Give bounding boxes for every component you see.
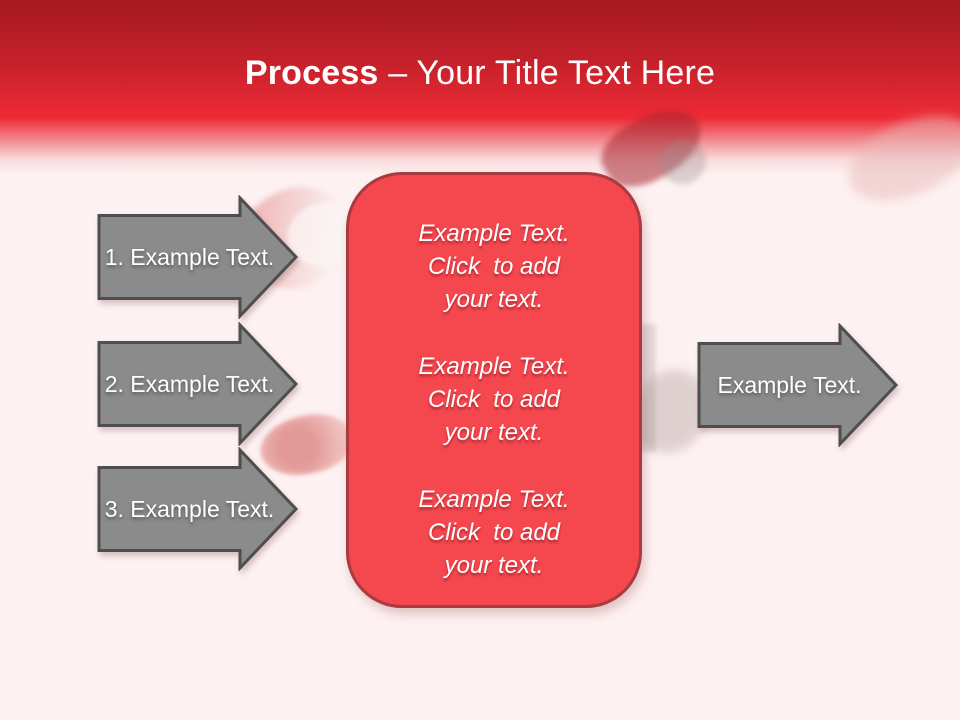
callout-line: your text. [444, 419, 544, 446]
header-band [0, 0, 960, 175]
process-step-arrow-2: 2. Example Text. [97, 322, 300, 446]
result-label: Example Text. [717, 371, 862, 398]
callout-line: Example Text. [418, 353, 570, 380]
callout-line: Example Text. [418, 220, 570, 247]
step-label: 1. Example Text. [104, 243, 275, 270]
page-title: Process – Your Title Text Here [0, 52, 960, 94]
callout-paragraph: Example Text. Click to add your text. [418, 483, 569, 582]
right-arrow-shape-icon [97, 195, 299, 319]
callout-paragraph: Example Text. Click to add your text. [418, 217, 569, 316]
result-arrow: Example Text. [697, 323, 900, 447]
right-arrow-shape-icon [97, 322, 299, 446]
callout-line: Click to add [427, 253, 561, 280]
bg-strip-shape [640, 324, 656, 452]
step-label: 2. Example Text. [104, 370, 275, 397]
callout-paragraph: Example Text. Click to add your text. [418, 350, 569, 449]
callout-line: Click to add [427, 386, 561, 413]
title-rest: – Your Title Text Here [378, 54, 716, 92]
right-arrow-shape-icon [97, 447, 299, 571]
title-emphasis: Process [244, 54, 379, 92]
callout-line: your text. [444, 552, 544, 579]
right-arrow-shape-icon [697, 323, 899, 447]
callout-line: your text. [444, 286, 544, 313]
callout-box: Example Text. Click to add your text. Ex… [346, 172, 642, 608]
process-step-arrow-3: 3. Example Text. [97, 447, 300, 571]
callout-line: Click to add [427, 519, 561, 546]
callout-line: Example Text. [418, 486, 570, 513]
process-step-arrow-1: 1. Example Text. [97, 195, 300, 319]
step-label: 3. Example Text. [104, 495, 275, 522]
